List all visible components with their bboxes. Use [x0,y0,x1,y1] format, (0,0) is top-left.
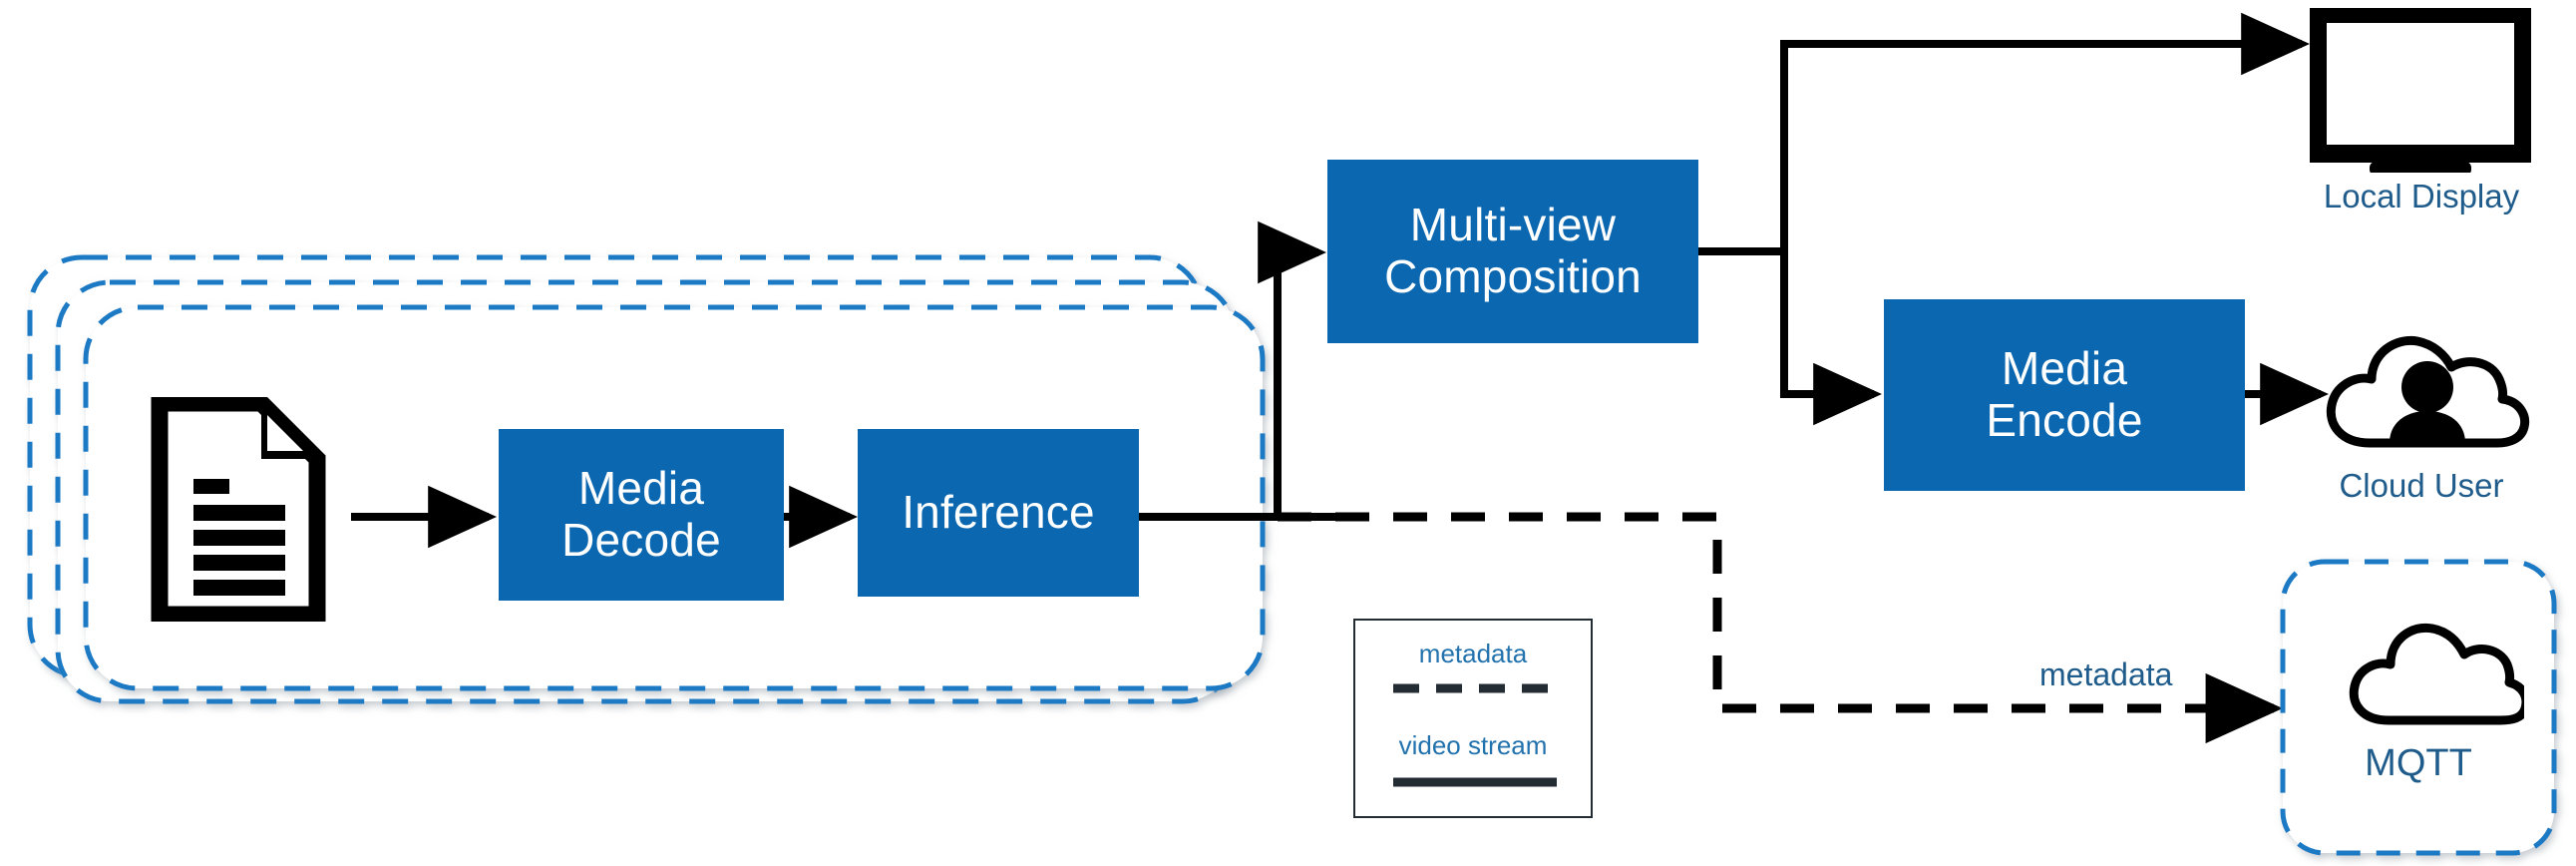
legend-item-video-stream-label: video stream [1398,730,1548,760]
block-media-encode-label: Media Encode [1986,342,2143,446]
block-multi-view-composition[interactable]: Multi-view Composition [1327,160,1698,343]
block-media-decode[interactable]: Media Decode [499,429,784,601]
endpoint-label-mqtt: MQTT [2365,742,2472,784]
cloud-icon [2345,617,2531,736]
legend-swatch-metadata-dashed [1393,683,1557,693]
cloud-user-icon [2322,331,2533,461]
legend-swatch-video-stream-solid [1393,777,1557,787]
edge-composition-vertical-bus [1780,12,2311,251]
block-media-decode-label: Media Decode [561,462,721,566]
edge-inference-to-composition [1258,220,1327,517]
edge-label-metadata: metadata [2039,656,2173,692]
legend-item-metadata-label: metadata [1418,639,1528,668]
monitor-icon [2309,5,2532,176]
block-inference-label: Inference [902,486,1095,539]
document-icon [150,394,349,624]
block-multi-view-composition-label: Multi-view Composition [1384,199,1642,302]
block-media-encode[interactable]: Media Encode [1884,299,2245,491]
endpoint-label-cloud-user: Cloud User [2339,467,2504,504]
edge-composition-to-encode [1780,251,1883,426]
endpoint-label-local-display: Local Display [2323,178,2520,215]
legend: metadata video stream [1353,619,1593,818]
block-inference[interactable]: Inference [858,429,1139,597]
edge-metadata-to-mqtt [1278,512,2284,744]
